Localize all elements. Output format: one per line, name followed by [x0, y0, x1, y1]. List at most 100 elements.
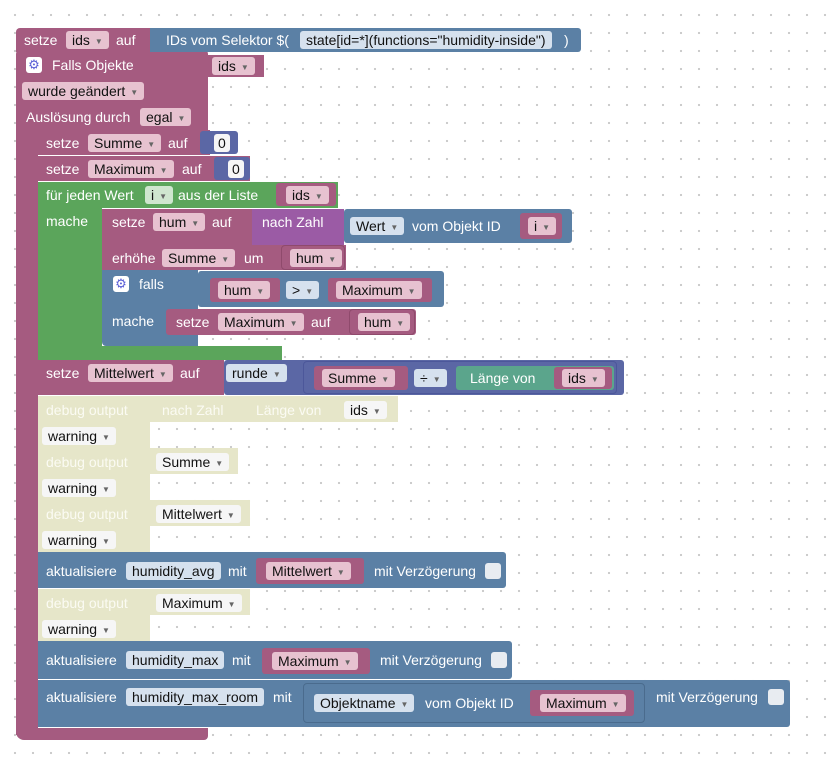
trigger-label: Falls Objekte	[52, 57, 134, 73]
variable-dropdown[interactable]: ids▼	[66, 31, 109, 49]
target-object-dropdown[interactable]: humidity_avg	[126, 562, 221, 580]
variable-dropdown[interactable]: ids▼	[562, 369, 605, 387]
dropdown-arrow-icon: ▼	[432, 375, 441, 384]
dropdown-arrow-icon: ▼	[102, 485, 110, 494]
variable-dropdown[interactable]: hum▼	[358, 313, 411, 331]
to-keyword: auf	[212, 214, 232, 230]
to-number-block[interactable]	[252, 209, 344, 245]
dropdown-arrow-icon: ▼	[226, 511, 235, 520]
set-keyword: setze	[176, 314, 210, 330]
dropdown-arrow-icon: ▼	[158, 370, 167, 379]
dropdown-arrow-icon: ▼	[343, 658, 352, 667]
value-dropdown[interactable]: Wert▼	[350, 217, 405, 235]
variable-dropdown[interactable]: i▼	[528, 217, 557, 235]
for-each-bottom	[38, 346, 282, 360]
variable-dropdown[interactable]: Summe▼	[88, 134, 162, 152]
with-label: mit	[232, 652, 251, 668]
variable-dropdown[interactable]: hum▼	[290, 249, 343, 267]
dropdown-arrow-icon: ▼	[407, 287, 416, 296]
variable-dropdown[interactable]: Mittelwert▼	[156, 505, 241, 523]
to-keyword: auf	[168, 135, 188, 151]
dropdown-arrow-icon: ▼	[314, 192, 323, 201]
dropdown-arrow-icon: ▼	[159, 192, 168, 201]
set-keyword: setze	[24, 32, 58, 48]
if-label: falls	[139, 276, 164, 292]
number-input[interactable]: 0	[228, 160, 244, 178]
set-keyword: setze	[46, 161, 80, 177]
variable-dropdown[interactable]: Maximum▼	[218, 313, 304, 331]
selector-label: IDs vom Selektor $(	[166, 32, 289, 48]
dropdown-arrow-icon: ▼	[221, 255, 230, 264]
target-object-dropdown[interactable]: humidity_max	[126, 651, 225, 669]
dropdown-arrow-icon: ▼	[177, 114, 186, 123]
gear-icon[interactable]: ⚙	[26, 57, 42, 73]
update-label: aktualisiere	[46, 689, 117, 705]
trigger-changed-dropdown[interactable]: wurde geändert▼	[22, 82, 145, 100]
variable-dropdown[interactable]: hum▼	[218, 281, 271, 299]
dropdown-arrow-icon: ▼	[542, 223, 551, 232]
target-object-dropdown[interactable]: humidity_max_room	[126, 688, 265, 706]
selector-close: )	[564, 32, 569, 48]
operator-dropdown[interactable]: >▼	[286, 281, 320, 299]
log-level-dropdown[interactable]: warning▼	[42, 427, 116, 445]
log-level-dropdown[interactable]: warning▼	[42, 531, 116, 549]
variable-dropdown[interactable]: Maximum▼	[336, 281, 422, 299]
dropdown-arrow-icon: ▼	[94, 37, 103, 46]
update-label: aktualisiere	[46, 563, 117, 579]
length-of-label: Länge von	[470, 370, 536, 386]
checkbox-icon[interactable]	[768, 689, 784, 705]
checkbox-icon[interactable]	[485, 563, 501, 579]
triggered-by-dropdown[interactable]: egal▼	[140, 108, 192, 126]
number-input[interactable]: 0	[214, 134, 230, 152]
variable-dropdown[interactable]: Maximum▼	[88, 160, 174, 178]
for-each-spine	[38, 206, 102, 358]
dropdown-arrow-icon: ▼	[611, 700, 620, 709]
dropdown-arrow-icon: ▼	[272, 370, 281, 379]
variable-dropdown[interactable]: ids▼	[344, 401, 387, 419]
to-number-label: nach Zahl	[262, 214, 324, 230]
to-keyword: auf	[311, 314, 331, 330]
from-list-label: aus der Liste	[178, 187, 259, 203]
loop-var-dropdown[interactable]: i▼	[145, 186, 174, 204]
log-level-dropdown[interactable]: warning▼	[42, 620, 116, 638]
variable-dropdown[interactable]: Maximum▼	[540, 694, 626, 712]
variable-dropdown[interactable]: Mittelwert▼	[88, 364, 173, 382]
by-label: um	[244, 250, 264, 266]
log-level-dropdown[interactable]: warning▼	[42, 479, 116, 497]
trigger-var-dropdown[interactable]: ids▼	[212, 57, 255, 75]
dropdown-arrow-icon: ▼	[328, 255, 337, 264]
to-keyword: auf	[180, 365, 200, 381]
dropdown-arrow-icon: ▼	[147, 140, 156, 149]
triggered-by-label: Auslösung durch	[26, 109, 131, 125]
trigger-spine	[16, 125, 38, 735]
length-of-label: Länge von	[256, 402, 322, 418]
update-label: aktualisiere	[46, 652, 117, 668]
variable-dropdown[interactable]: Maximum▼	[272, 652, 358, 670]
selector-input[interactable]: state[id=*](functions="humidity-inside")	[300, 31, 552, 49]
value-dropdown[interactable]: Objektname▼	[314, 694, 415, 712]
variable-dropdown[interactable]: ids▼	[286, 186, 329, 204]
delay-label: mit Verzögerung	[380, 652, 482, 668]
set-keyword: setze	[112, 214, 146, 230]
do-label: mache	[112, 313, 155, 329]
variable-dropdown[interactable]: hum▼	[153, 213, 206, 231]
round-dropdown[interactable]: runde▼	[226, 364, 287, 382]
dropdown-arrow-icon: ▼	[305, 287, 314, 296]
increment-label: erhöhe	[112, 250, 156, 266]
variable-dropdown[interactable]: Summe▼	[162, 249, 236, 267]
from-object-label: vom Objekt ID	[412, 218, 501, 234]
dropdown-arrow-icon: ▼	[227, 600, 236, 609]
dropdown-arrow-icon: ▼	[102, 433, 110, 442]
variable-dropdown[interactable]: Mittelwert▼	[266, 562, 351, 580]
variable-dropdown[interactable]: Maximum▼	[156, 594, 242, 612]
debug-label: debug output	[46, 506, 128, 522]
gear-icon[interactable]: ⚙	[113, 276, 129, 292]
set-keyword: setze	[46, 365, 80, 381]
dropdown-arrow-icon: ▼	[215, 459, 224, 468]
variable-dropdown[interactable]: Summe▼	[156, 453, 230, 471]
dropdown-arrow-icon: ▼	[396, 319, 405, 328]
checkbox-icon[interactable]	[491, 652, 507, 668]
operator-dropdown[interactable]: ÷▼	[414, 369, 447, 387]
with-label: mit	[228, 563, 247, 579]
variable-dropdown[interactable]: Summe▼	[322, 369, 396, 387]
